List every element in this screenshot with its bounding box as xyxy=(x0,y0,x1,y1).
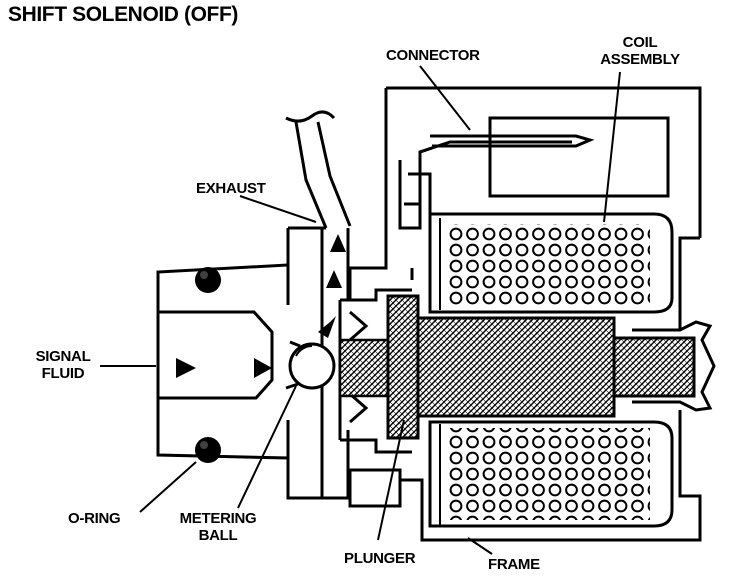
metering-ball xyxy=(285,340,336,390)
metering-label-line2: BALL xyxy=(198,527,238,544)
o-ring xyxy=(195,267,221,463)
coil-label-line1: COIL xyxy=(622,34,658,51)
plunger xyxy=(338,294,696,440)
connector xyxy=(398,116,670,230)
signal-fluid-housing xyxy=(156,226,326,500)
stop-block xyxy=(348,468,402,508)
armature-seat xyxy=(338,288,412,454)
plunger-label: PLUNGER xyxy=(344,550,416,567)
connector-label: CONNECTOR xyxy=(386,47,480,64)
exhaust-arrow xyxy=(326,234,346,288)
diagram-title: SHIFT SOLENOID (OFF) xyxy=(8,3,238,26)
coil-winding-top xyxy=(428,212,674,314)
exhaust-label: EXHAUST xyxy=(196,180,266,197)
frame-label: FRAME xyxy=(488,556,540,573)
end-cap xyxy=(632,320,716,412)
coil-label-line2: ASSEMBLY xyxy=(600,51,680,68)
metering-label-line1: METERING xyxy=(179,510,257,527)
signal-fluid-label: SIGNAL FLUID xyxy=(22,348,104,382)
coil-assembly-label: COIL ASSEMBLY xyxy=(570,34,710,68)
metering-flow-arrow xyxy=(318,316,336,338)
o-ring-label: O-RING xyxy=(68,510,121,527)
signal-label-line1: SIGNAL xyxy=(35,348,91,365)
leader-lines xyxy=(100,65,621,555)
signal-label-line2: FLUID xyxy=(41,365,85,382)
exhaust-pipe xyxy=(285,110,352,229)
solenoid-frame xyxy=(348,86,702,542)
signal-flow-arrow xyxy=(176,358,272,378)
metering-ball-label: METERING BALL xyxy=(166,510,270,544)
coil-winding-bottom xyxy=(428,420,674,528)
